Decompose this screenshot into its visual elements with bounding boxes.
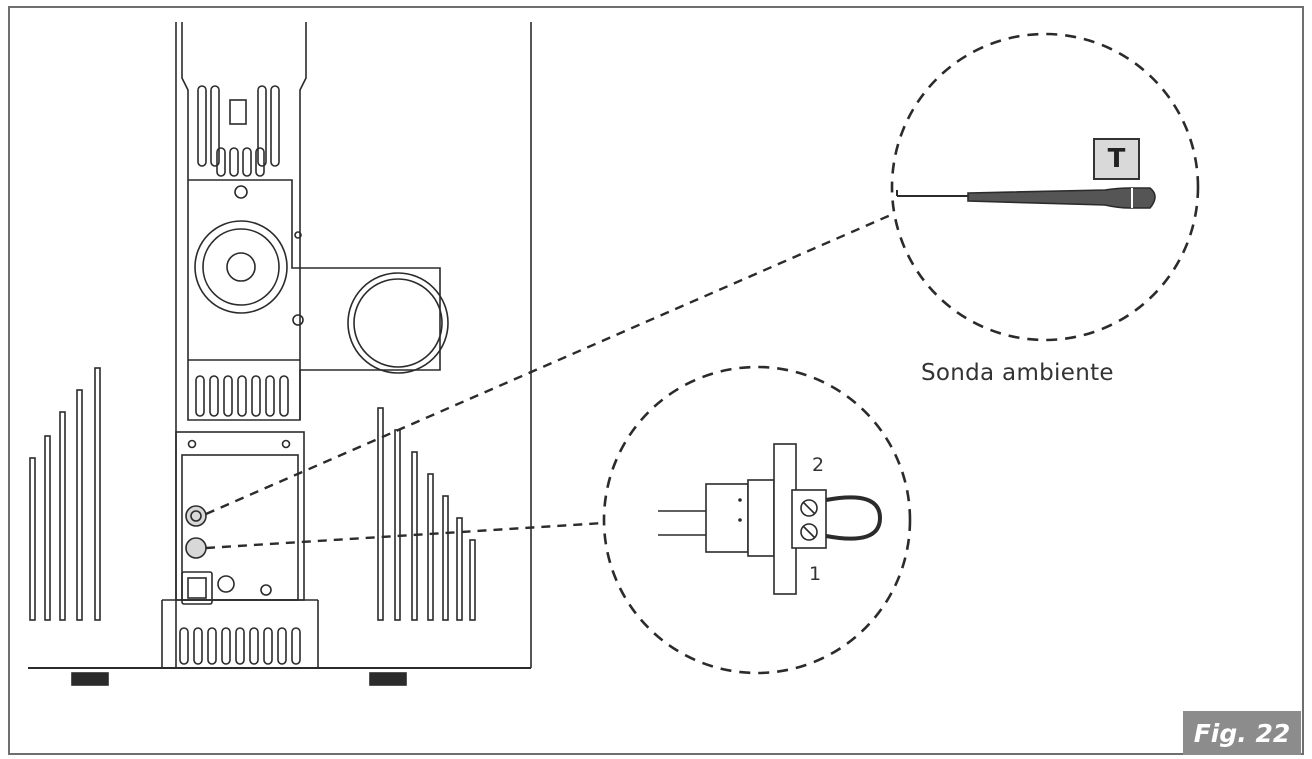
left-fins xyxy=(29,367,101,621)
probe-caption: Sonda ambiente xyxy=(921,360,1114,386)
figure-number-badge: Fig. 22 xyxy=(1183,711,1301,755)
probe-icon xyxy=(896,187,1156,209)
right-fins xyxy=(377,407,476,621)
mid-vents xyxy=(195,375,289,417)
connector-terminal-icon xyxy=(658,443,883,595)
connector-zoom-circle xyxy=(602,365,912,675)
top-vents xyxy=(197,85,280,177)
terminal-label-2: 2 xyxy=(812,454,825,476)
bottom-vents xyxy=(179,627,301,665)
figure-frame xyxy=(8,6,1304,755)
terminal-label-1: 1 xyxy=(809,563,822,585)
probe-zoom-circle xyxy=(890,32,1200,342)
leader-lines xyxy=(205,212,894,550)
stove-body xyxy=(28,22,532,686)
temperature-symbol-badge: T xyxy=(1093,138,1140,180)
